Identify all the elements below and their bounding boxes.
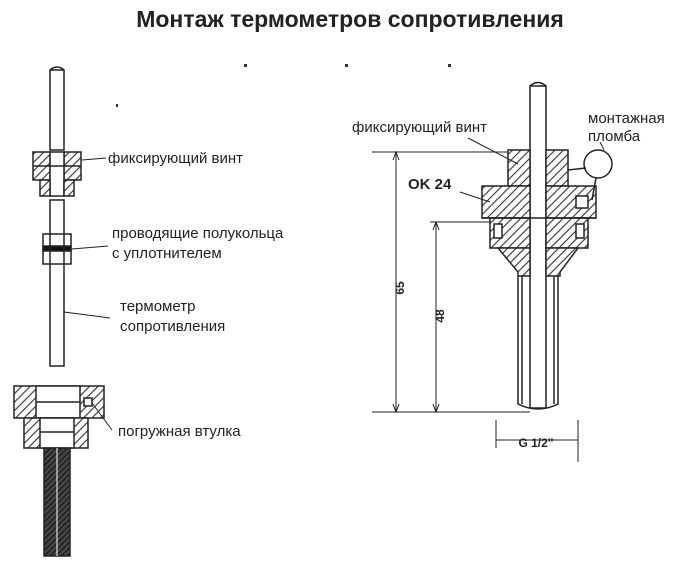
stray-marks — [116, 64, 451, 107]
right-thermometer-rod — [529, 81, 547, 409]
label-fixing-screw-left: фиксирующий винт — [108, 150, 243, 167]
left-assembly — [13, 66, 113, 557]
dimension-insertion-length: 48 — [433, 309, 447, 323]
dimension-overall-length: 65 — [393, 281, 407, 295]
left-thermometer-rod — [49, 66, 65, 367]
label-immersion-sleeve: погружная втулка — [118, 423, 241, 440]
dimension-thread: G 1/2" — [518, 436, 553, 450]
label-wrench-size: OK 24 — [408, 176, 452, 193]
label-thermometer-line2: сопротивления — [120, 318, 225, 335]
right-protection-tube — [517, 276, 559, 410]
left-leader-lines — [63, 157, 113, 431]
left-half-rings — [42, 233, 72, 265]
right-thread-taper — [496, 247, 580, 277]
label-fixing-screw-right: фиксирующий винт — [352, 119, 487, 136]
left-immersion-sleeve — [13, 385, 105, 557]
label-half-rings-line1: проводящие полукольца — [112, 225, 284, 242]
right-dimension-lines — [372, 150, 579, 462]
right-fixing-screw — [507, 149, 569, 187]
right-hex-body — [481, 185, 597, 249]
right-leader-lines — [459, 137, 605, 203]
right-mounting-seal — [567, 149, 613, 201]
label-half-rings-line2: с уплотнителем — [112, 245, 222, 262]
label-mounting-seal-line1: монтажная — [588, 110, 665, 127]
right-assembly — [372, 81, 613, 462]
label-mounting-seal-line2: пломба — [588, 128, 641, 145]
left-fixing-screw — [32, 151, 82, 197]
label-thermometer-line1: термометр — [120, 298, 195, 315]
diagram-title: Монтаж термометров сопротивления — [136, 6, 564, 32]
